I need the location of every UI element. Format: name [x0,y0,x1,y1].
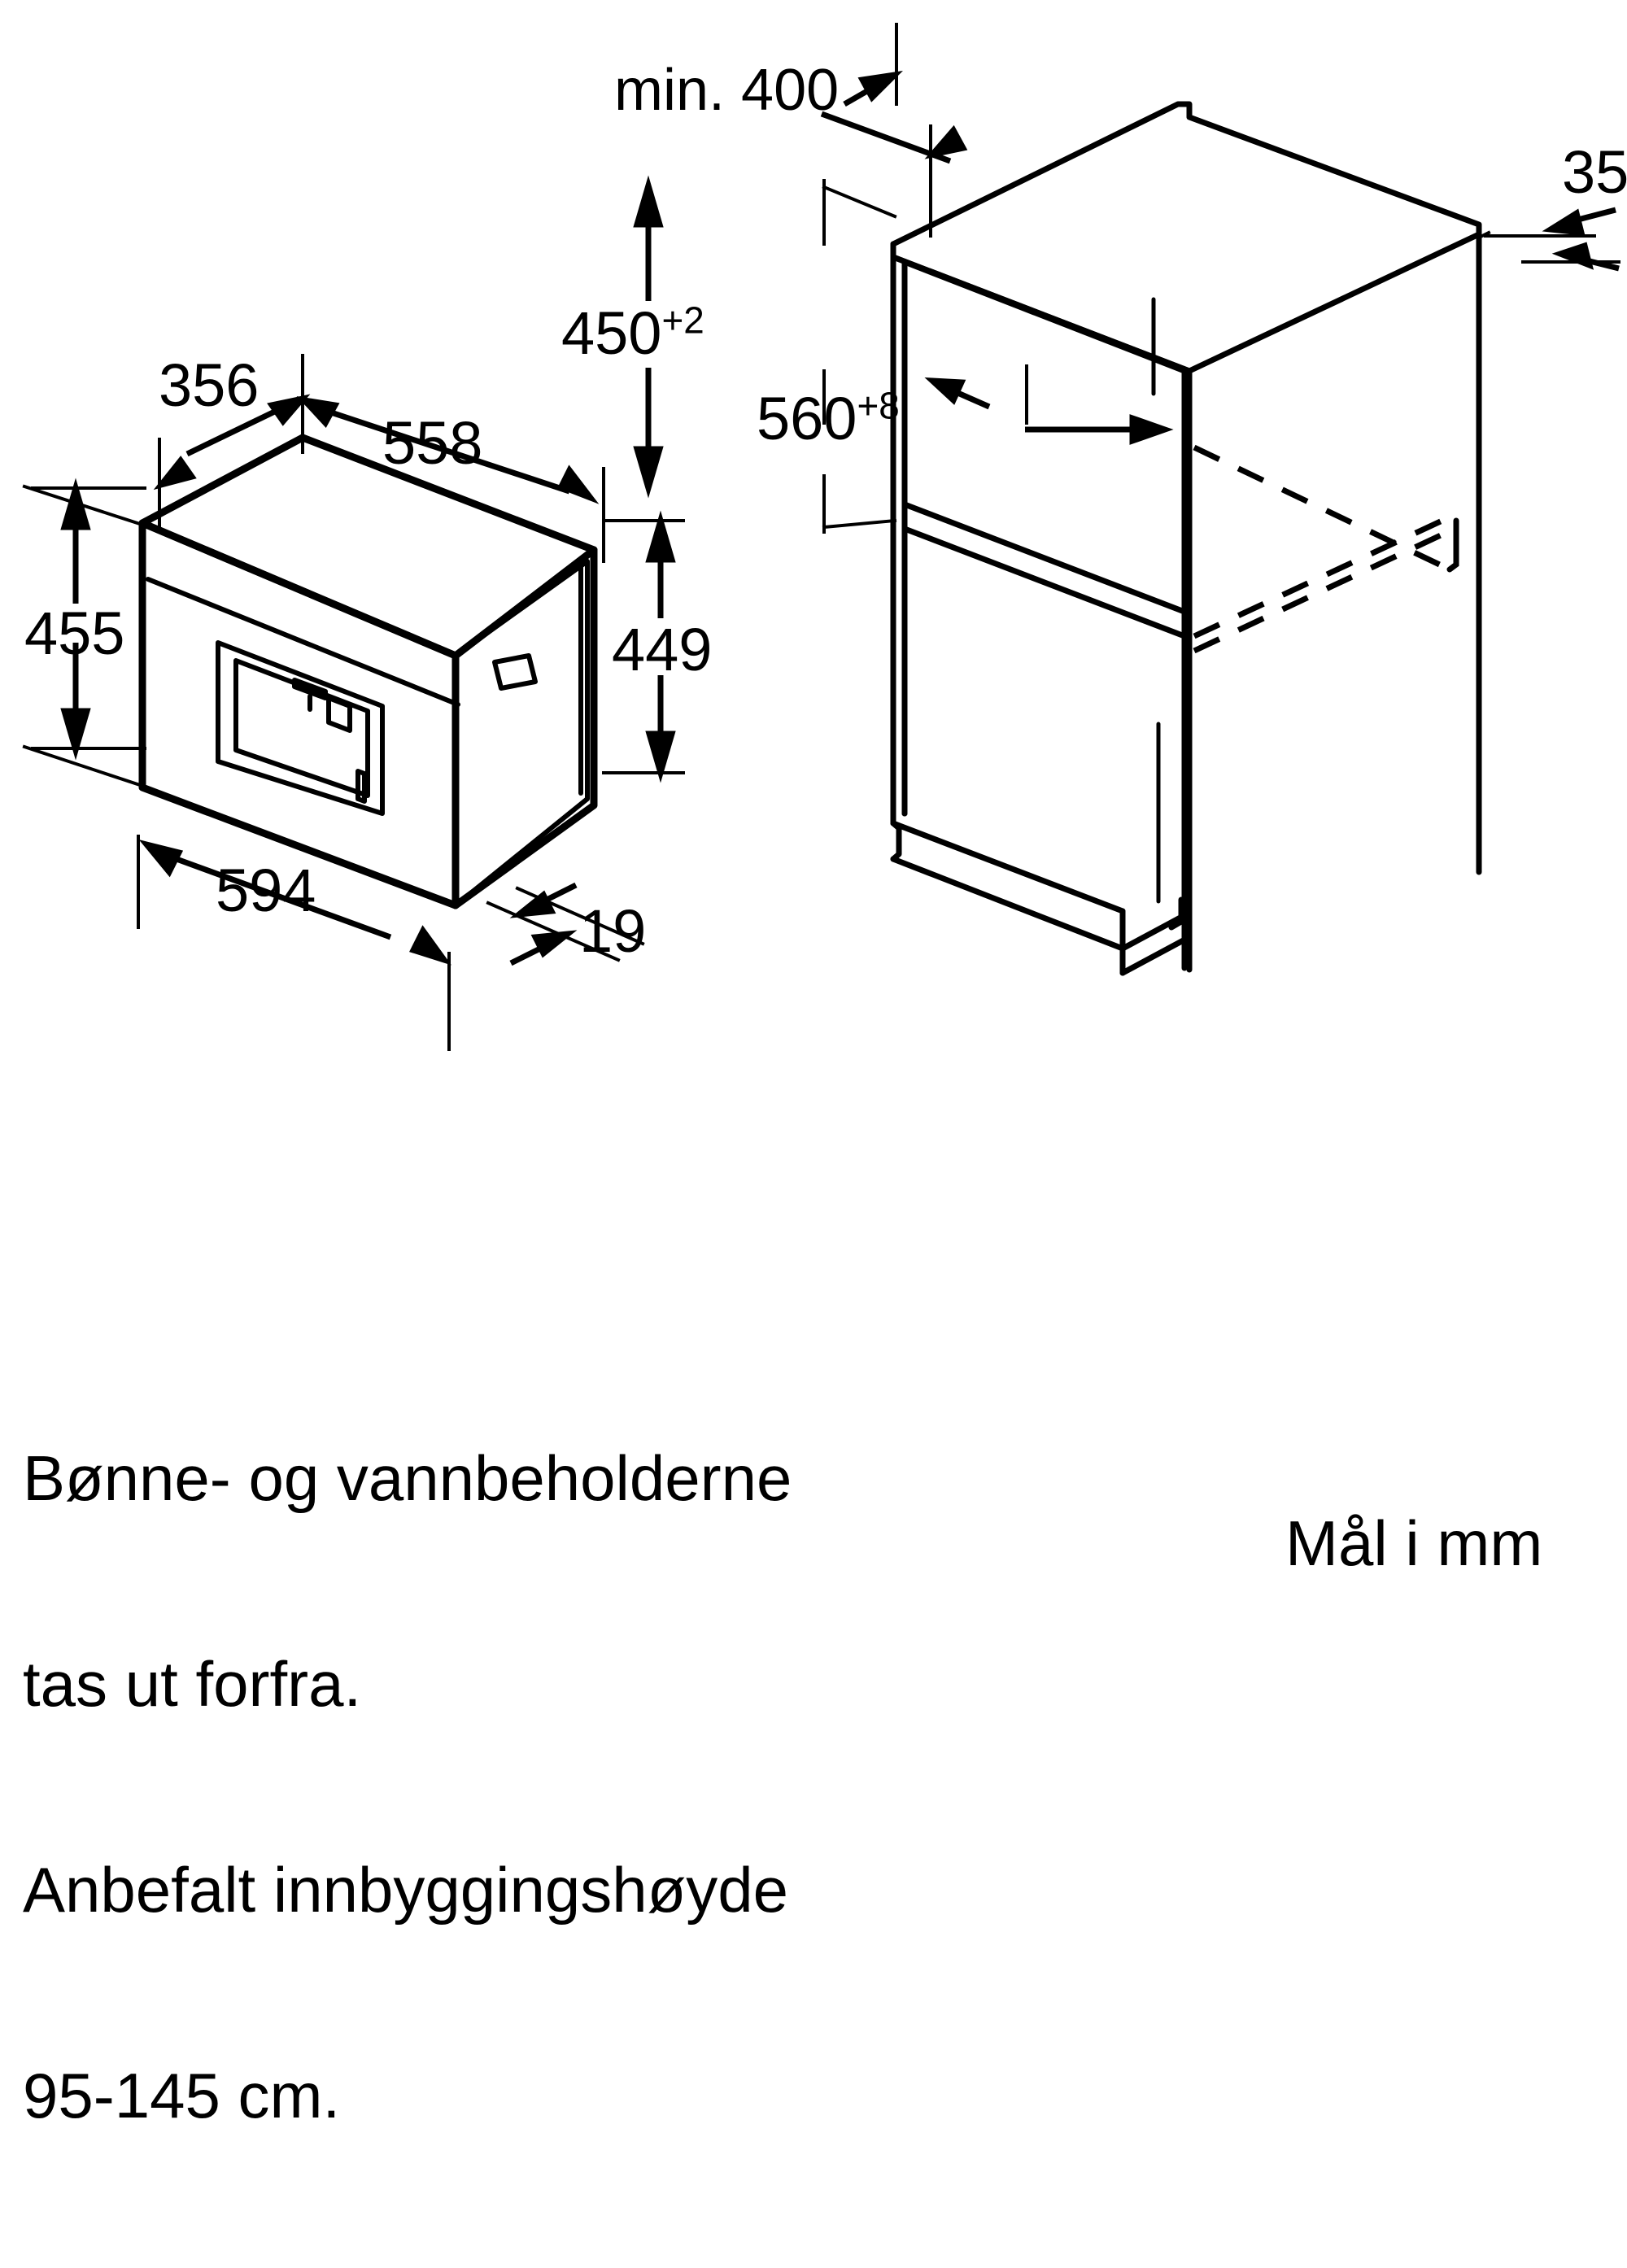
dim-label-depth-top-right: 558 [382,409,483,477]
dim-label-depth-top-left: 356 [159,351,260,419]
dim-value-niche-height: 450 [561,299,662,367]
appliance-body [138,434,598,909]
cabinet-dimension-arrows [633,70,1620,499]
installation-diagram-svg [22,23,1620,1051]
cabinet-interior-lines [1151,297,1161,904]
dim-label-front-overhang: 19 [579,897,647,965]
appliance-door-panel [453,559,590,908]
cabinet-hidden-lines [1193,444,1458,654]
dim-label-width-front: 594 [216,857,316,924]
dim-label-min-depth: min. 400 [614,58,840,123]
note-line-2: tas ut forfra. [23,1648,362,1721]
note-line-4: 95-145 cm. [23,2059,341,2131]
dim-label-height-right: 449 [612,616,713,683]
dim-value-niche-width: 560 [757,385,857,452]
dim-label-panel-thickness: 35 [1562,138,1627,206]
units-note: Mål i mm [1285,1507,1543,1579]
dispenser-window [216,640,385,816]
cabinet-carcass [890,101,1482,976]
note-line-1: Bønne- og vannbeholderne [23,1442,792,1515]
note-line-3: Anbefalt innbyggingshøyde [23,1853,788,1926]
dim-label-niche-width: 560+8 [757,386,900,449]
door-handle-icon [492,653,538,691]
dim-label-height-left: 455 [24,600,125,667]
technical-drawing-sheet: min. 400 450+2 560+8 35 356 558 455 449 … [22,23,1627,2130]
dim-tolerance-niche-width: +8 [857,384,900,427]
appliance-dimension-arrows [60,394,676,966]
cabinet-hidden-corner-tick [1446,517,1459,573]
dim-tolerance-niche-height: +2 [661,299,704,342]
dim-label-niche-height: 450+2 [561,301,704,364]
installation-notes: Bønne- og vannbeholderne tas ut forfra. … [23,1307,792,2266]
appliance-extension-lines [22,354,685,1051]
